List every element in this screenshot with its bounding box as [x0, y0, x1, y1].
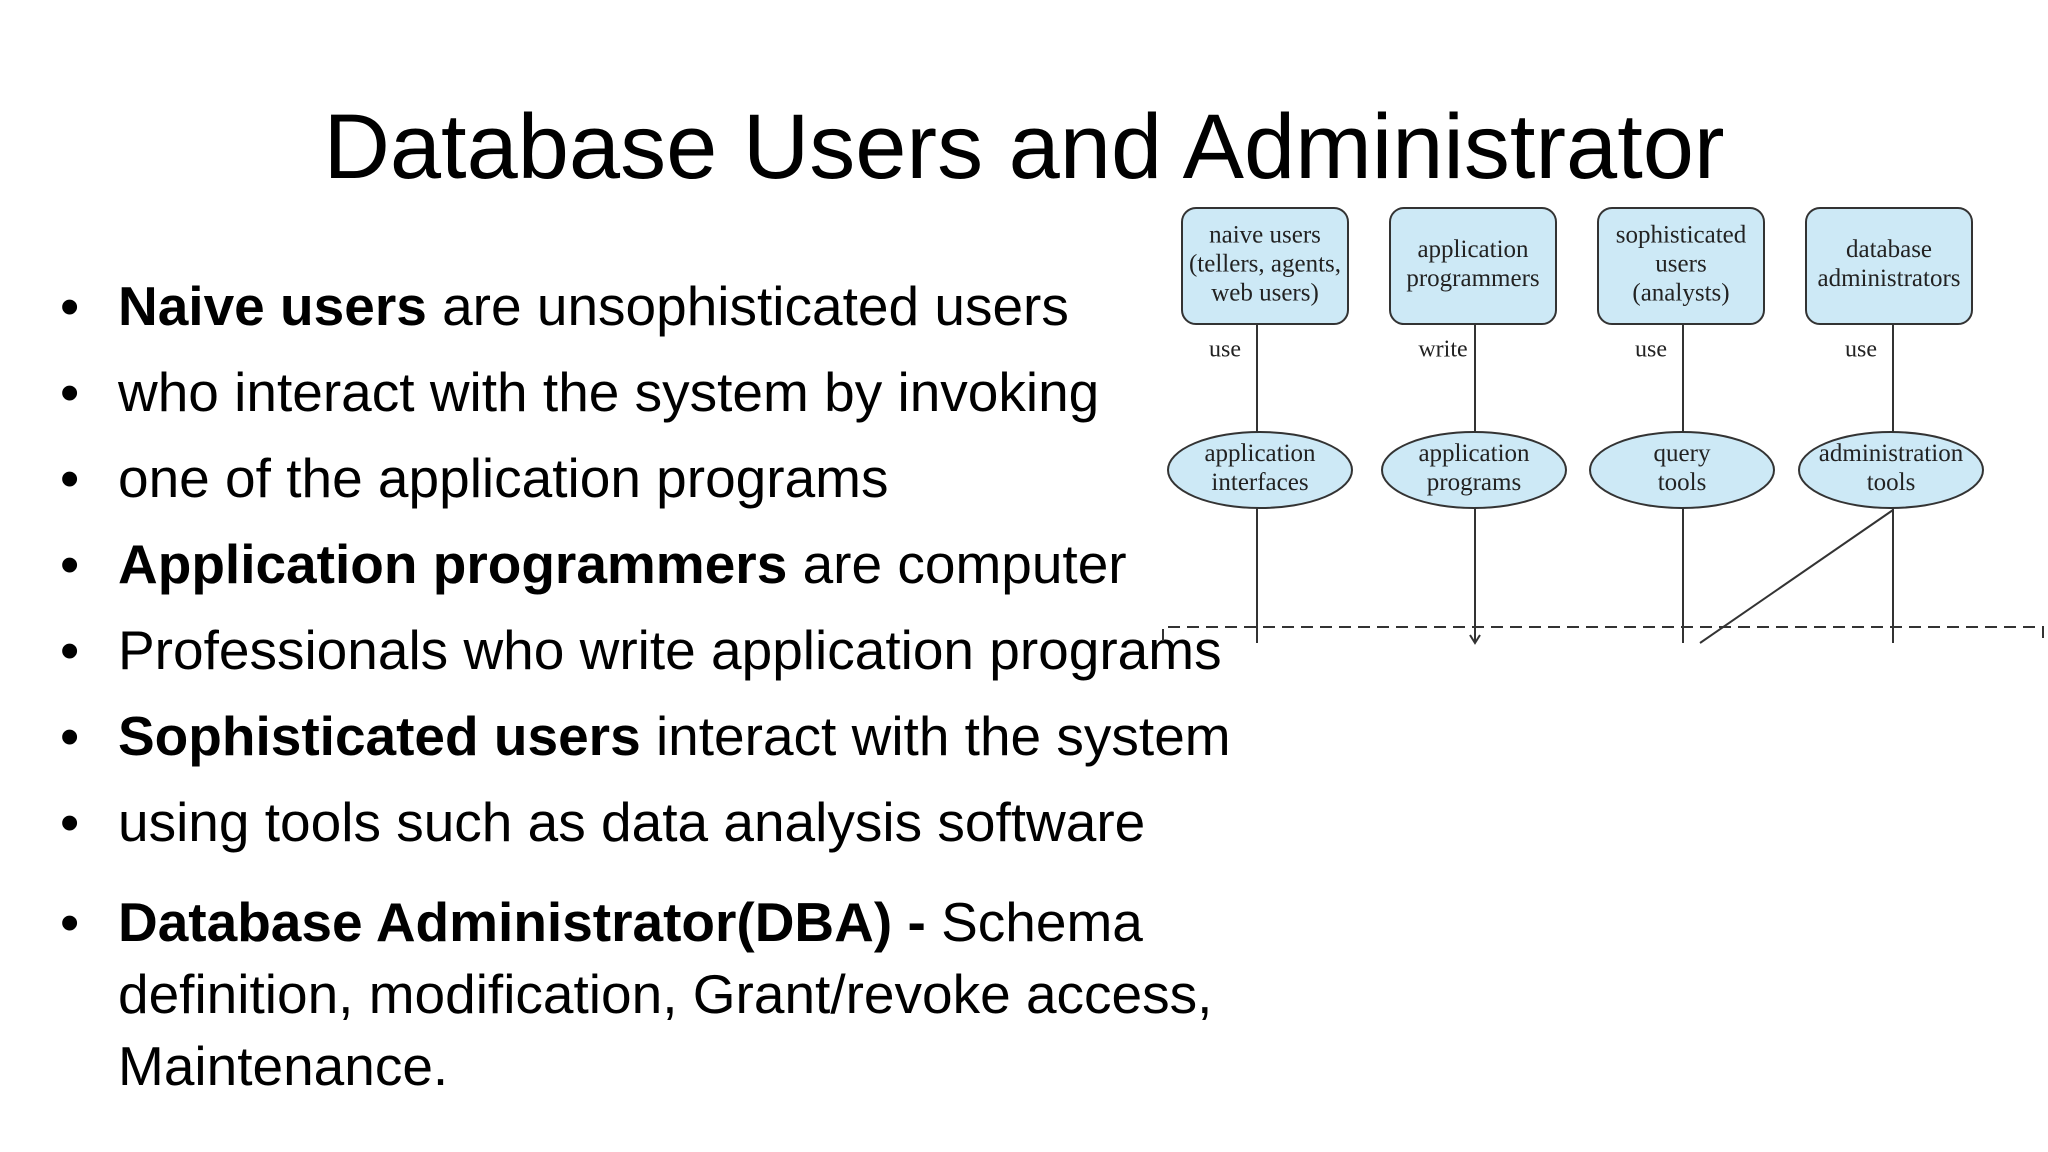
user-box-sophisticated-users — [1597, 207, 1765, 325]
diagonal-line-administration-tools — [1699, 509, 1894, 644]
bullet-list: • Naive users are unsophisticated users … — [60, 270, 1240, 1116]
bullet-text: are unsophisticated users — [426, 275, 1069, 337]
bullet-text: are computer — [787, 533, 1127, 595]
bullet-analysis-tools: • using tools such as data analysis soft… — [60, 786, 1240, 858]
bullet-text: who interact with the system by invoking — [118, 361, 1100, 423]
arrowhead-icon — [1469, 634, 1481, 645]
user-box-label-line: (tellers, agents, — [1189, 251, 1341, 278]
bullet-bold: Application programmers — [118, 533, 788, 595]
bullet-bold: Database Administrator(DBA) - — [118, 891, 942, 953]
bullet-bold: Sophisticated users — [118, 705, 641, 767]
tool-ellipse-label-line: interfaces — [1211, 469, 1308, 496]
user-box-label-line: database — [1846, 236, 1932, 263]
bullet-dot-icon: • — [60, 891, 80, 953]
bullet-text: Schema definition, modification, Grant/r… — [118, 891, 1213, 1097]
bullet-dot-icon: • — [60, 361, 80, 423]
tool-ellipse-label-line: query — [1654, 440, 1711, 467]
user-box-database-administrators — [1805, 207, 1973, 325]
bullet-bold: Naive users — [118, 275, 427, 337]
tool-ellipse-label-line: tools — [1867, 469, 1916, 496]
tool-ellipse-label-line: tools — [1658, 469, 1707, 496]
bullet-naive-programs: • one of the application programs — [60, 442, 1240, 514]
tool-ellipse-application-interfaces — [1167, 431, 1353, 509]
dashed-boundary-line — [1162, 626, 2044, 641]
edge-label-naive-users: use — [1209, 337, 1241, 363]
user-box-label-line: sophisticated — [1616, 222, 1747, 249]
bullet-dot-icon: • — [60, 791, 80, 853]
bullet-text: Professionals who write application prog… — [118, 619, 1222, 681]
user-box-label-line: programmers — [1406, 265, 1539, 292]
bullet-text: interact with the system — [640, 705, 1231, 767]
tool-ellipse-label-line: programs — [1427, 469, 1521, 496]
bullet-dba: • Database Administrator(DBA) - Schema d… — [60, 886, 1240, 1102]
bullet-dot-icon: • — [60, 619, 80, 681]
bullet-naive-users: • Naive users are unsophisticated users — [60, 270, 1240, 342]
bullet-app-programmers: • Application programmers are computer — [60, 528, 1240, 600]
edge-label-sophisticated-users: use — [1635, 337, 1667, 363]
bullet-sophisticated-users: • Sophisticated users interact with the … — [60, 700, 1240, 772]
user-box-application-programmers — [1389, 207, 1557, 325]
user-box-label-line: naive users — [1209, 222, 1321, 249]
bullet-text: one of the application programs — [118, 447, 889, 509]
slide-title: Database Users and Administrator — [323, 96, 1725, 198]
edge-label-application-programmers: write — [1418, 337, 1467, 363]
edge-label-database-administrators: use — [1845, 337, 1877, 363]
user-box-label-line: administrators — [1817, 265, 1960, 292]
user-box-naive-users — [1181, 207, 1349, 325]
tool-ellipse-label-line: administration — [1819, 440, 1964, 467]
user-box-label-line: web users) — [1211, 280, 1319, 307]
user-box-label-line: application — [1417, 236, 1529, 263]
bullet-dot-icon: • — [60, 275, 80, 337]
user-box-label-line: (analysts) — [1632, 280, 1729, 307]
bullet-dot-icon: • — [60, 533, 80, 595]
bullet-text: using tools such as data analysis softwa… — [118, 791, 1146, 853]
bullet-dot-icon: • — [60, 447, 80, 509]
bullet-dot-icon: • — [60, 705, 80, 767]
user-box-label-line: users — [1655, 251, 1706, 278]
tool-ellipse-label-line: application — [1204, 440, 1316, 467]
tool-ellipse-administration-tools — [1798, 431, 1984, 509]
tool-ellipse-label-line: application — [1418, 440, 1530, 467]
bullet-naive-interaction: • who interact with the system by invoki… — [60, 356, 1240, 428]
bullet-professionals: • Professionals who write application pr… — [60, 614, 1240, 686]
